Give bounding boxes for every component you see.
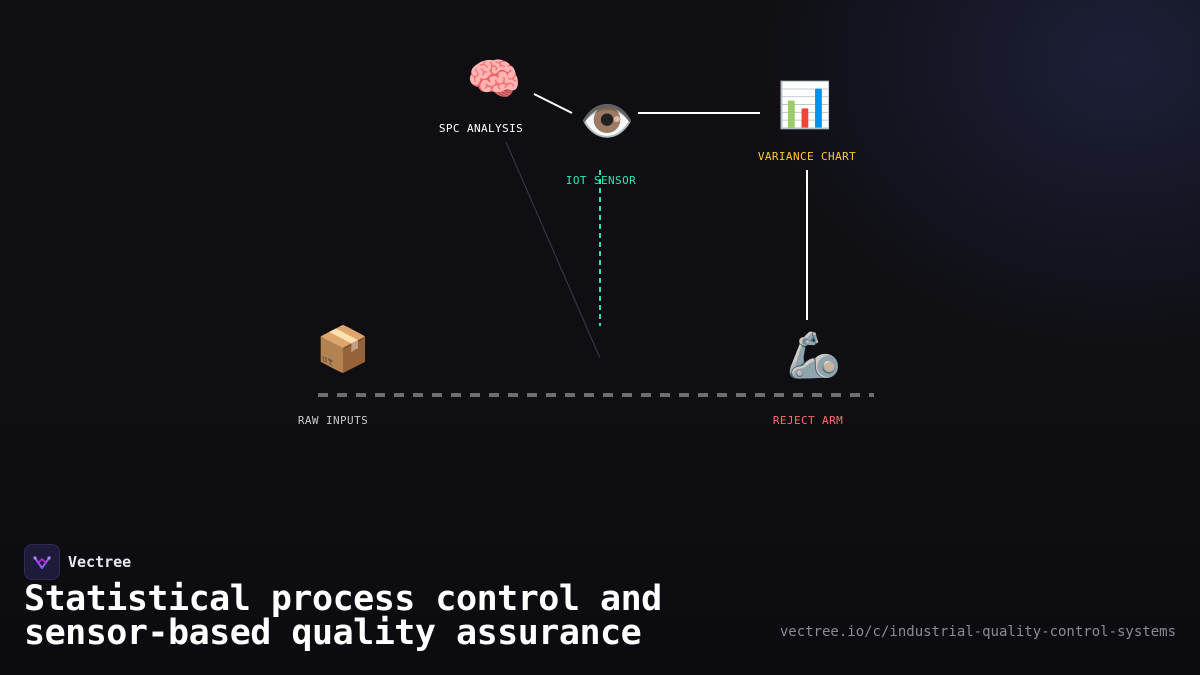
source-url[interactable]: vectree.io/c/industrial-quality-control-… bbox=[779, 624, 1176, 640]
brand-name: Vectree bbox=[68, 553, 132, 571]
spc-analysis-label: SPC ANALYSIS bbox=[438, 122, 524, 135]
variance-chart-label: VARIANCE CHART bbox=[757, 150, 857, 163]
eye-icon: 👁️ bbox=[579, 96, 635, 147]
page-title: Statistical process control and sensor-b… bbox=[24, 579, 662, 653]
vectree-logo-icon bbox=[24, 544, 60, 580]
reject-arm-label: REJECT ARM bbox=[772, 414, 844, 427]
spc-to-conveyor-link bbox=[505, 141, 601, 359]
brand: Vectree bbox=[24, 544, 131, 580]
robotic-arm-icon: 🦾 bbox=[786, 330, 842, 381]
package-icon: 📦 bbox=[315, 324, 371, 375]
spc-to-sensor-link bbox=[533, 93, 573, 114]
raw-inputs-label: RAW INPUTS bbox=[297, 414, 369, 427]
iot-sensor-label: IOT SENSOR bbox=[565, 174, 637, 187]
bar-chart-icon: 📊 bbox=[777, 80, 833, 131]
brain-icon: 🧠 bbox=[466, 54, 522, 105]
